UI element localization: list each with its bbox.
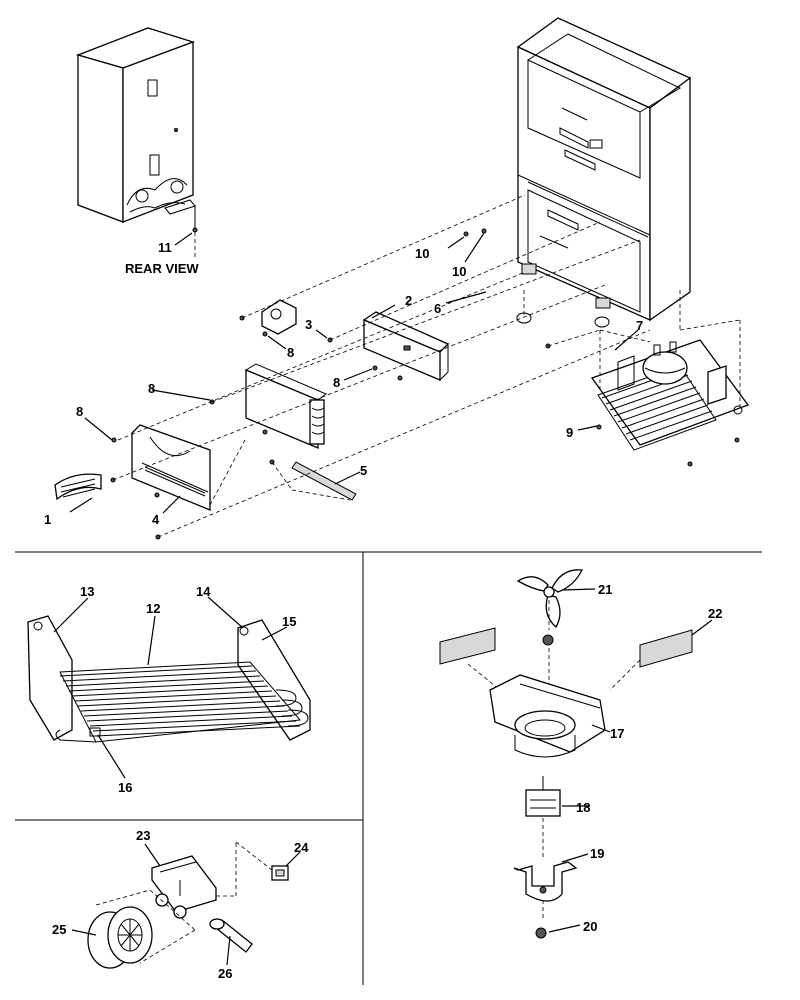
condenser-coil-rows	[601, 368, 713, 441]
callout-8d: 8	[76, 404, 83, 419]
callout-7: 7	[636, 318, 643, 333]
callout-2: 2	[405, 293, 412, 308]
callout-23: 23	[136, 828, 150, 843]
callout-16: 16	[118, 780, 132, 795]
part-1-grille	[54, 473, 102, 501]
callout-8b: 8	[148, 381, 155, 396]
callout-15: 15	[282, 614, 296, 629]
callout-25: 25	[52, 922, 66, 937]
evaporator-fins	[59, 665, 301, 737]
callout-10a: 10	[415, 246, 429, 261]
callout-18: 18	[576, 800, 590, 815]
part-2-duct	[362, 311, 450, 382]
leader-lines	[53, 232, 713, 966]
callout-21: 21	[598, 582, 612, 597]
callout-26: 26	[218, 966, 232, 981]
part-25-wheel	[87, 906, 153, 969]
callout-numbers: 11 2 3 8 8 8 8 1 4 5 6 10 10 7 9 13 12 1…	[44, 240, 722, 981]
callout-11: 11	[158, 240, 172, 255]
callout-6: 6	[434, 301, 441, 316]
callout-13: 13	[80, 584, 94, 599]
evaporator-housing	[244, 363, 327, 449]
callout-4: 4	[152, 512, 160, 527]
callout-17: 17	[610, 726, 624, 741]
part-26-axle-pin	[209, 918, 253, 953]
section-dividers	[15, 551, 762, 985]
part-24-clip	[271, 865, 289, 881]
callout-1: 1	[44, 512, 51, 527]
callout-22: 22	[708, 606, 722, 621]
front-cabinet	[516, 17, 692, 328]
callout-10b: 10	[452, 264, 466, 279]
part-19-bracket	[513, 861, 578, 902]
callout-9: 9	[566, 425, 573, 440]
evaporator-tubes	[55, 689, 309, 743]
callout-20: 20	[583, 919, 597, 934]
callout-5: 5	[360, 463, 367, 478]
callout-12: 12	[146, 601, 160, 616]
callout-3: 3	[305, 317, 312, 332]
callout-8c: 8	[333, 375, 340, 390]
part-18-motor	[525, 776, 561, 817]
part-23-roller-bracket	[151, 855, 217, 919]
part-21-fan-blade	[516, 569, 584, 629]
evaporator-coil-detail	[27, 615, 311, 743]
part-4-cover-plate	[131, 424, 211, 511]
damper-bracket	[261, 299, 297, 335]
callout-8a: 8	[287, 345, 294, 360]
fan-assembly-detail	[439, 569, 693, 939]
cover-vent-slots	[144, 466, 206, 497]
part-5-rod	[291, 461, 357, 501]
rear-view-cabinet	[75, 27, 198, 233]
machine-compartment-base	[590, 339, 750, 467]
roller-assembly-detail	[87, 841, 289, 969]
callout-24: 24	[294, 840, 309, 855]
rear-view-caption: REAR VIEW	[125, 261, 199, 276]
callout-19: 19	[590, 846, 604, 861]
part-17-fan-shroud	[489, 674, 606, 758]
callout-14: 14	[196, 584, 211, 599]
